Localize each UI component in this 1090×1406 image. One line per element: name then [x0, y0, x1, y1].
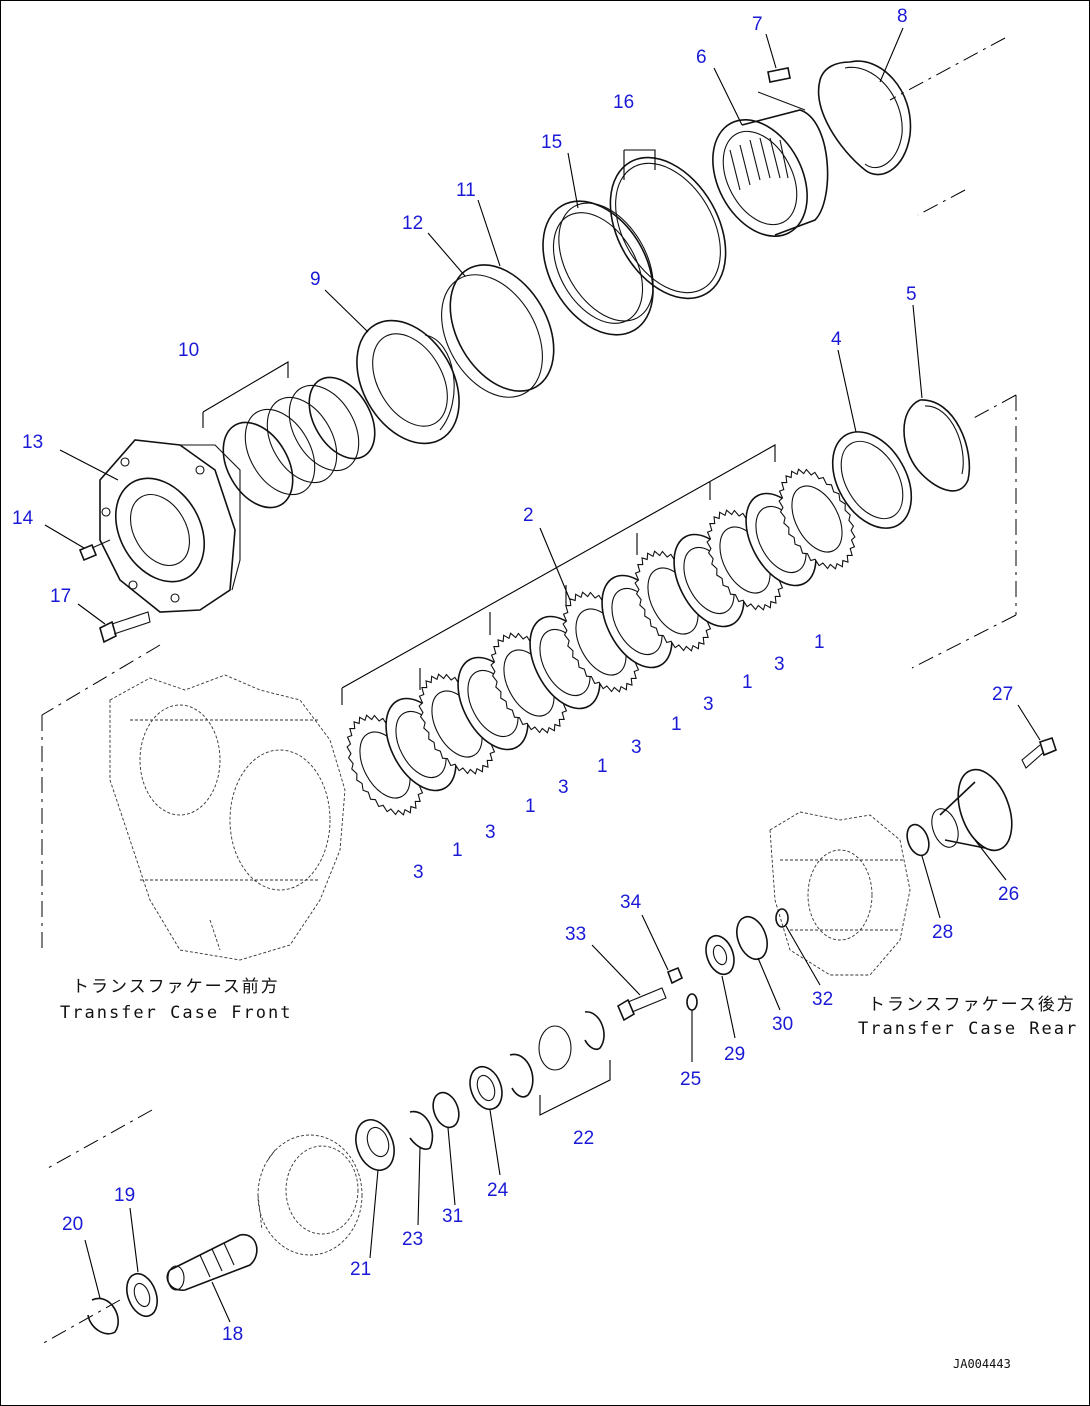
- callout-plate-1: 1: [814, 632, 825, 653]
- clutch-pack: [341, 444, 856, 816]
- callout-16: 16: [613, 92, 634, 113]
- callout-21: 21: [350, 1259, 371, 1280]
- snap-ring-20: [87, 1297, 119, 1335]
- retainer-9: [356, 319, 460, 445]
- callout-10: 10: [178, 340, 199, 361]
- callout-plate-1: 1: [742, 672, 753, 693]
- callout-11: 11: [456, 180, 476, 201]
- callout-23: 23: [402, 1229, 423, 1250]
- callout-18: 18: [222, 1324, 243, 1345]
- callout-plate-1: 1: [452, 840, 463, 861]
- rear-caption-jp: トランスファケース後方: [868, 995, 1076, 1015]
- callout-plate-3: 3: [485, 822, 496, 843]
- snap-ring-23: [409, 1110, 434, 1150]
- leader-lines: [44, 27, 1041, 1323]
- callout-28: 28: [932, 922, 953, 943]
- callout-22: 22: [573, 1128, 594, 1149]
- flange-26: [931, 768, 1013, 852]
- callout-plate-3: 3: [413, 862, 424, 883]
- drawing-code: JA004443: [953, 1357, 1011, 1371]
- callout-14: 14: [12, 508, 34, 529]
- callout-25: 25: [680, 1069, 701, 1090]
- bolt-17: [99, 611, 151, 644]
- friction-disc-3: [778, 468, 856, 570]
- transfer-case-front-outline: [109, 674, 346, 961]
- seal-rings-11-12: [441, 264, 555, 398]
- shaft-18: [166, 1234, 258, 1291]
- piston-15: [542, 200, 654, 336]
- bearing-set-22: [509, 1011, 611, 1116]
- bearing-24: [469, 1065, 503, 1111]
- callout-7: 7: [752, 14, 763, 35]
- callout-9: 9: [310, 269, 321, 290]
- o-ring-25: [686, 993, 698, 1011]
- callout-labels: 7 8 6 16 15 11 12 9 10 5 4 13 14 2 17 27…: [12, 6, 1019, 1345]
- callout-33: 33: [565, 924, 586, 945]
- plate-4: [831, 431, 913, 529]
- callout-20: 20: [62, 1214, 83, 1235]
- callout-plate-3: 3: [631, 737, 642, 758]
- snap-ring-30: [736, 915, 768, 961]
- seal-rings-16: [609, 149, 727, 300]
- captions: トランスファケース前方 Transfer Case Front トランスファケー…: [60, 977, 1078, 1371]
- callout-4: 4: [831, 329, 842, 350]
- callout-2: 2: [523, 505, 534, 526]
- bearing-21: [355, 1119, 395, 1171]
- callout-plate-1: 1: [671, 714, 682, 735]
- front-caption-en: Transfer Case Front: [60, 1003, 292, 1023]
- callout-plate-3: 3: [558, 777, 569, 798]
- callout-29: 29: [724, 1044, 745, 1065]
- callout-19: 19: [114, 1185, 135, 1206]
- callout-31: 31: [442, 1206, 463, 1227]
- front-caption-jp: トランスファケース前方: [72, 977, 280, 997]
- callout-12: 12: [402, 213, 423, 234]
- cover-13: [99, 439, 241, 613]
- bolt-14: [78, 539, 111, 562]
- washer-29: [705, 934, 735, 976]
- bolt-27: [1021, 736, 1057, 769]
- callout-8: 8: [897, 6, 908, 27]
- bearing-19: [126, 1272, 158, 1318]
- callout-6: 6: [696, 47, 707, 68]
- callout-32: 32: [812, 989, 833, 1010]
- callout-27: 27: [992, 684, 1013, 705]
- centerlines: [39, 37, 1017, 1346]
- callout-plate-1: 1: [597, 756, 608, 777]
- callout-plate-3: 3: [774, 654, 785, 675]
- callout-30: 30: [772, 1014, 793, 1035]
- snap-ring-8: [817, 60, 912, 176]
- callout-plate-1: 1: [525, 796, 536, 817]
- callout-24: 24: [487, 1180, 509, 1201]
- transfer-case-rear-outline: [769, 811, 911, 976]
- nut-34: [666, 966, 684, 985]
- callout-34: 34: [620, 892, 642, 913]
- rear-caption-en: Transfer Case Rear: [858, 1019, 1078, 1039]
- callout-5: 5: [906, 284, 917, 305]
- ring-31: [432, 1091, 460, 1129]
- callout-13: 13: [22, 432, 43, 453]
- o-ring-32: [775, 908, 789, 928]
- callout-plate-3: 3: [703, 694, 714, 715]
- output-gear-outline: [257, 1134, 363, 1256]
- pin-7: [757, 67, 806, 111]
- snap-ring-5: [903, 399, 971, 492]
- callout-15: 15: [541, 132, 562, 153]
- o-ring-28: [906, 823, 930, 857]
- callout-26: 26: [998, 884, 1019, 905]
- callout-17: 17: [50, 586, 71, 607]
- spring-10: [202, 361, 376, 509]
- bolt-33: [616, 987, 667, 1022]
- clutch-hub-6: [712, 109, 829, 237]
